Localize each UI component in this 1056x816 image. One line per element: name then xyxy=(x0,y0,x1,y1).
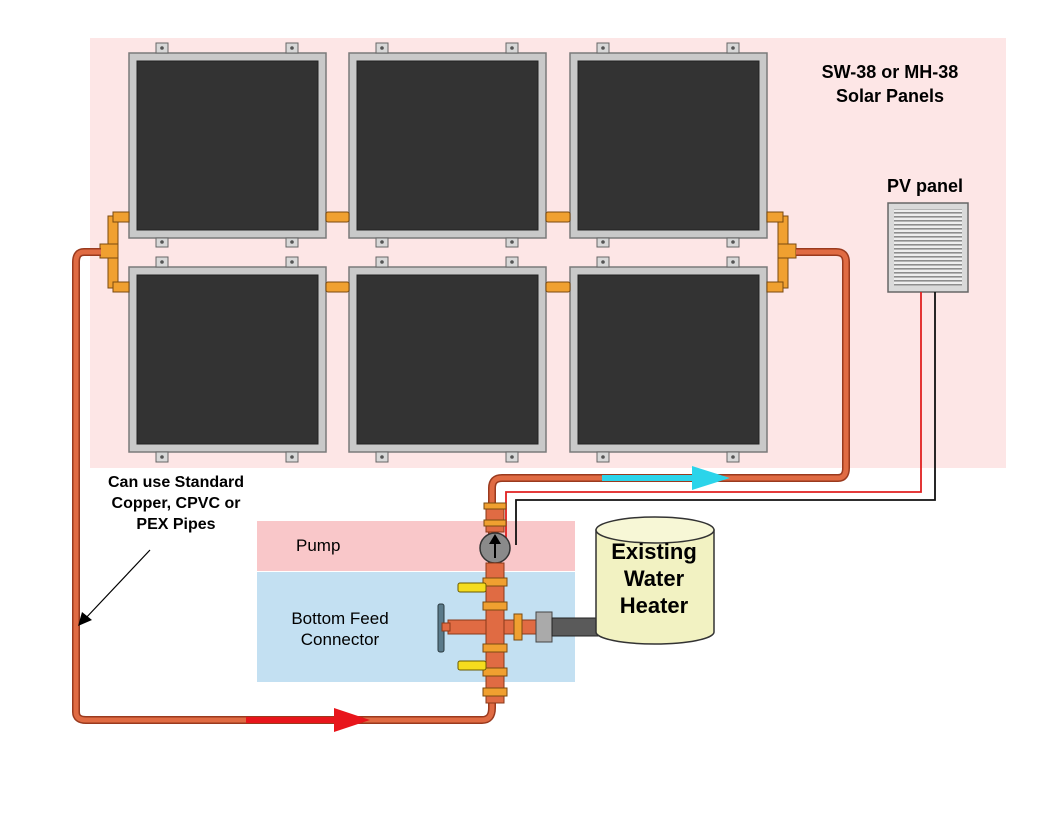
left-manifold xyxy=(99,211,130,293)
collector-panel xyxy=(348,52,547,239)
pipe-callout-arrow xyxy=(78,549,151,626)
pv-wiring xyxy=(505,292,936,545)
collector-panel xyxy=(348,266,547,453)
pipe-material-label: Can use Standard Copper, CPVC or PEX Pip… xyxy=(107,474,245,533)
right-manifold xyxy=(766,211,797,293)
valve-handle xyxy=(457,660,487,671)
collector-panel xyxy=(128,52,327,239)
collector-array xyxy=(128,42,768,463)
collector-panel xyxy=(569,52,768,239)
water-heater-label: Existing Water Heater xyxy=(611,539,697,618)
valve-handle xyxy=(457,582,487,593)
collector-panel xyxy=(569,266,768,453)
pv-panel xyxy=(887,202,969,293)
pump-zone xyxy=(257,521,575,571)
pump-label: Pump xyxy=(296,536,341,555)
solar-panels-label: SW-38 or MH-38 Solar Panels xyxy=(821,62,959,106)
hot-flow-arrow xyxy=(602,466,730,490)
panel-couplers xyxy=(325,211,571,293)
water-heater-tank xyxy=(595,516,715,645)
pv-panel-label: PV panel xyxy=(886,176,964,196)
bottom-feed-label: Bottom Feed Connector xyxy=(291,609,389,649)
cold-flow-arrow xyxy=(246,708,370,732)
collector-panel xyxy=(128,266,327,453)
